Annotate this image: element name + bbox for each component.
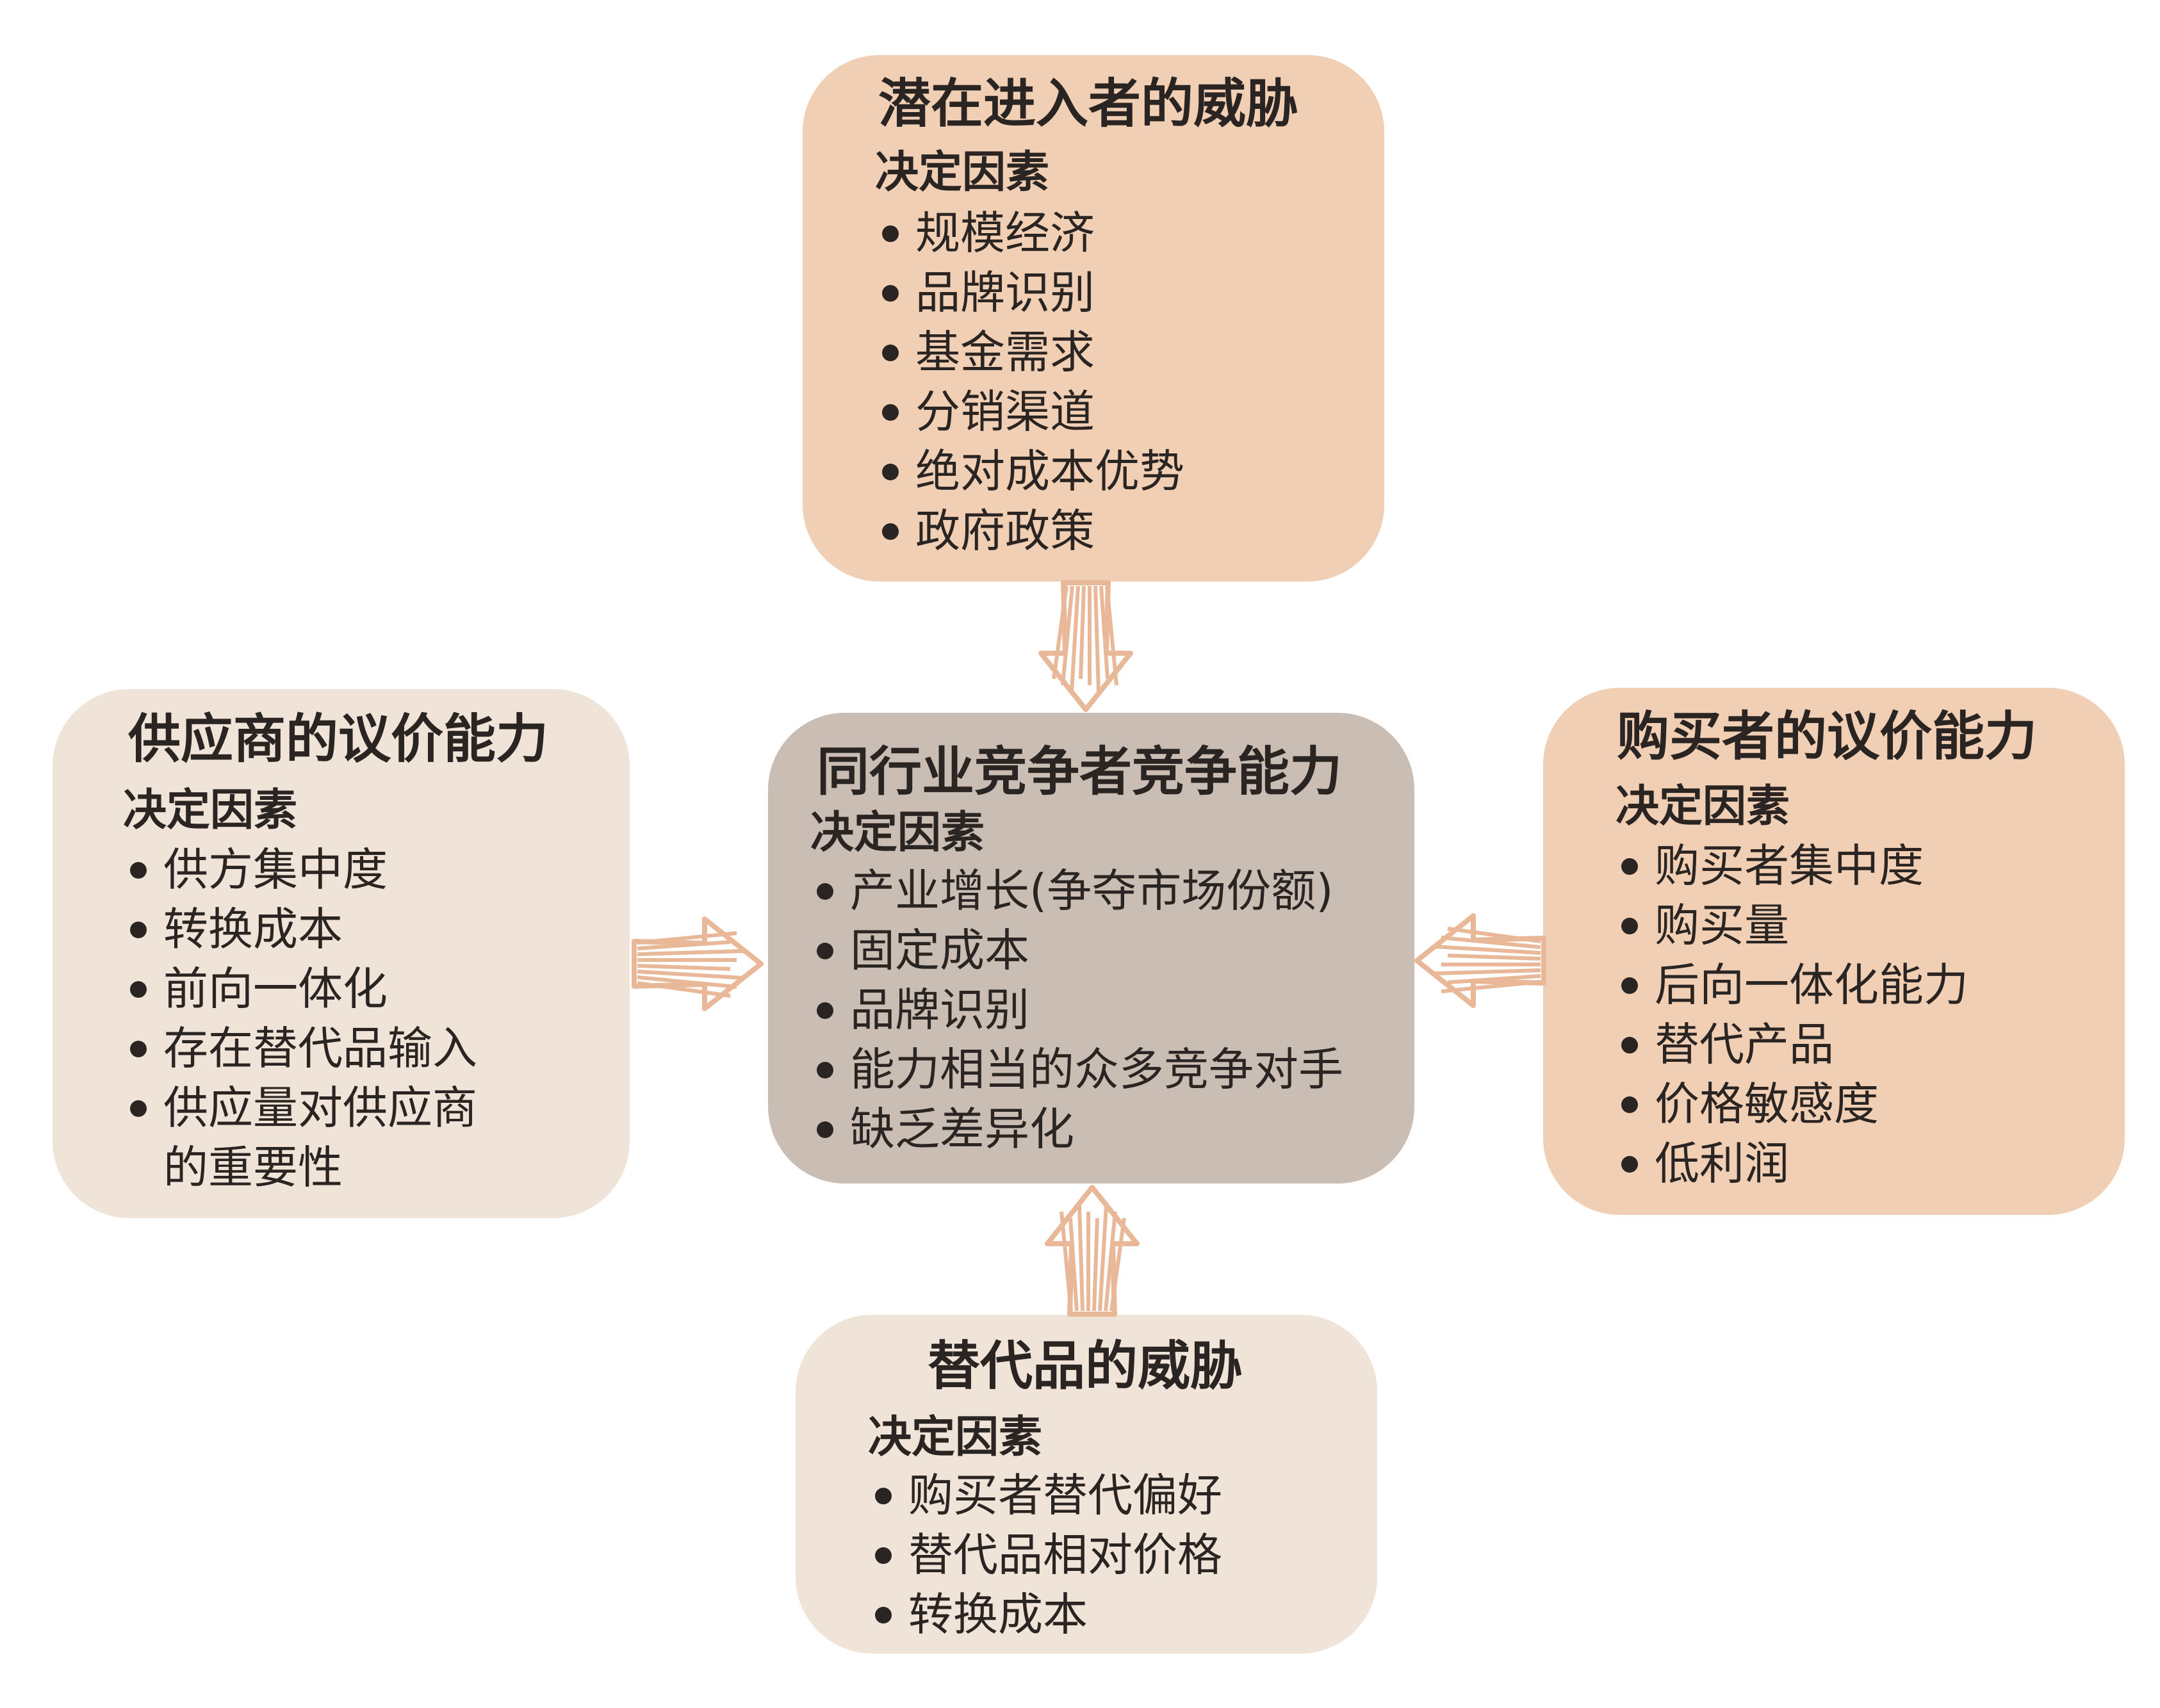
box-subtitle: 决定因素	[868, 1412, 1043, 1463]
list-item: 替代品相对价格	[872, 1525, 1222, 1585]
list-item: 前向一体化	[127, 959, 477, 1019]
list-item: 替代产品	[1619, 1015, 1968, 1075]
list-item: 分销渠道	[880, 382, 1184, 442]
list-item: 品牌识别	[814, 980, 1343, 1040]
box-subtitle: 决定因素	[1616, 781, 1790, 832]
list-item: 规模经济	[880, 204, 1184, 263]
list-item: 后向一体化能力	[1619, 956, 1968, 1015]
list-item: 供方集中度	[127, 840, 477, 900]
factor-list: 购买者集中度 购买量 后向一体化能力 替代产品 价格敏感度 低利润	[1619, 836, 1968, 1194]
potential-entrants-box: 潜在进入者的威胁 决定因素 规模经济 品牌识别 基金需求 分销渠道 绝对成本优势…	[803, 55, 1384, 582]
arrow-right-icon	[632, 916, 764, 1011]
box-title: 潜在进入者的威胁	[878, 74, 1299, 134]
list-item: 低利润	[1619, 1134, 1968, 1194]
list-item: 购买量	[1619, 896, 1968, 956]
substitutes-box: 替代品的威胁 决定因素 购买者替代偏好 替代品相对价格 转换成本	[796, 1315, 1377, 1654]
factor-list: 供方集中度 转换成本 前向一体化 存在替代品输入 供应量对供应商 的重要性	[127, 840, 477, 1198]
list-item: 购买者替代偏好	[872, 1466, 1222, 1525]
box-subtitle: 决定因素	[810, 808, 985, 858]
arrow-down-icon	[1038, 580, 1133, 712]
list-item: 基金需求	[880, 323, 1184, 382]
list-item: 能力相当的众多竞争对手	[814, 1040, 1343, 1100]
industry-rivalry-box: 同行业竞争者竞争能力 决定因素 产业增长(争夺市场份额) 固定成本 品牌识别 能…	[768, 713, 1414, 1183]
list-item: 存在替代品输入	[127, 1019, 477, 1078]
factor-list: 购买者替代偏好 替代品相对价格 转换成本	[872, 1466, 1222, 1645]
factor-list: 产业增长(争夺市场份额) 固定成本 品牌识别 能力相当的众多竞争对手 缺乏差异化	[814, 861, 1343, 1159]
list-item: 缺乏差异化	[814, 1100, 1343, 1159]
list-item: 转换成本	[127, 900, 477, 959]
list-item: 绝对成本优势	[880, 442, 1184, 501]
box-title: 替代品的威胁	[928, 1336, 1243, 1397]
box-subtitle: 决定因素	[875, 147, 1050, 198]
list-item: 固定成本	[814, 921, 1343, 980]
list-item: 政府政策	[880, 501, 1184, 561]
list-item-continued: 的重要性	[163, 1141, 343, 1194]
arrow-up-icon	[1045, 1185, 1140, 1317]
box-title: 购买者的议价能力	[1617, 706, 2038, 767]
list-item: 品牌识别	[880, 263, 1184, 323]
list-item: 转换成本	[872, 1585, 1222, 1645]
arrow-left-icon	[1414, 913, 1546, 1008]
box-title: 同行业竞争者竞争能力	[817, 742, 1343, 802]
list-item: 产业增长(争夺市场份额)	[814, 861, 1343, 921]
box-subtitle: 决定因素	[123, 785, 298, 836]
list-item: 购买者集中度	[1619, 836, 1968, 896]
factor-list: 规模经济 品牌识别 基金需求 分销渠道 绝对成本优势 政府政策	[880, 204, 1184, 561]
list-item: 价格敏感度	[1619, 1075, 1968, 1134]
buyer-power-box: 购买者的议价能力 决定因素 购买者集中度 购买量 后向一体化能力 替代产品 价格…	[1543, 688, 2125, 1215]
list-item: 供应量对供应商	[127, 1078, 477, 1138]
box-title: 供应商的议价能力	[128, 709, 549, 770]
supplier-power-box: 供应商的议价能力 决定因素 供方集中度 转换成本 前向一体化 存在替代品输入 供…	[53, 689, 630, 1218]
